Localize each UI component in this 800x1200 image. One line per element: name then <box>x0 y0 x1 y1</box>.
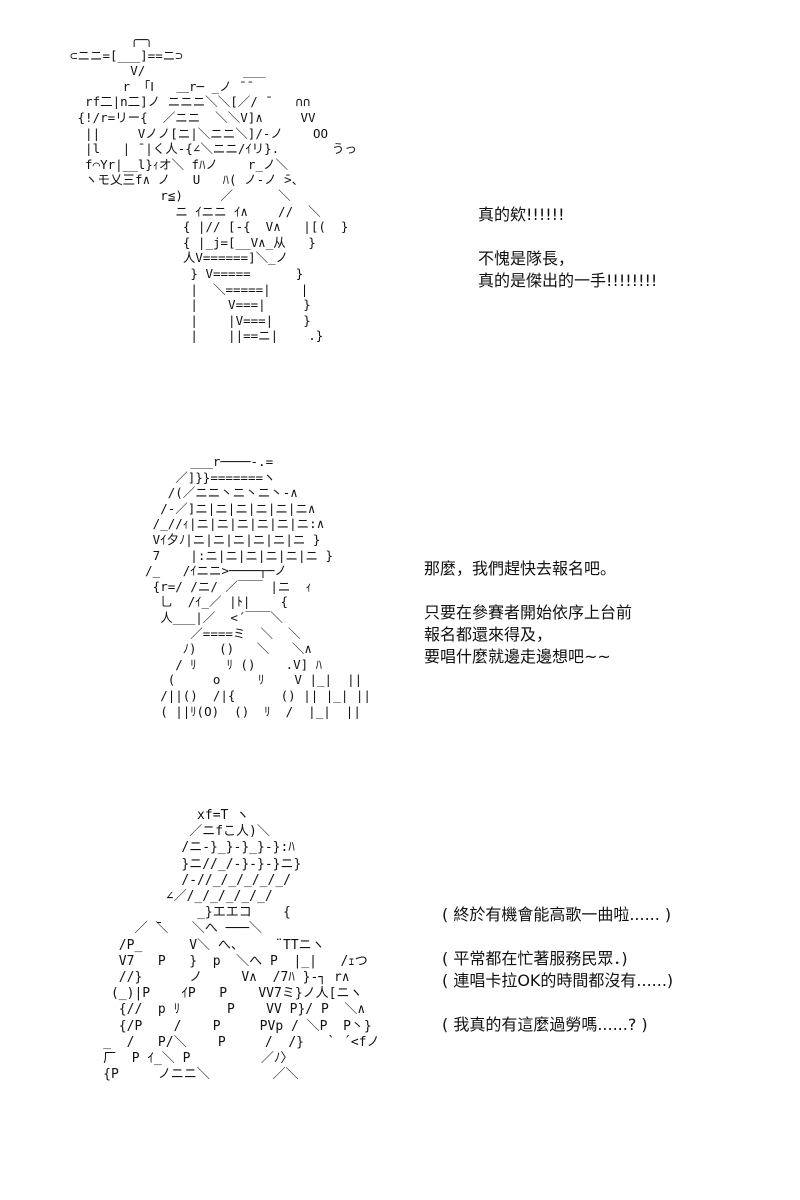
dialogue-line: 只要在參賽者開始依序上台前 <box>424 603 633 622</box>
dialogue-line: ( 終於有機會能高歌一曲啦...... ) <box>442 905 672 924</box>
dialogue-line: 那麼，我們趕快去報名吧。 <box>424 559 617 578</box>
dialogue-line: 真的欸!!!!!! <box>478 205 565 224</box>
line-gap <box>478 226 657 248</box>
line-gap <box>442 926 673 948</box>
dialogue-line: ( 我真的有這麼過勞嗎......? ) <box>442 1015 648 1034</box>
dialogue-3: ( 終於有機會能高歌一曲啦...... ) ( 平常都在忙著服務民眾．) ( 連… <box>442 904 673 1036</box>
dialogue-2: 那麼，我們趕快去報名吧。 只要在參賽者開始依序上台前 報名都還來得及， 要唱什麼… <box>424 558 632 668</box>
dialogue-1: 真的欸!!!!!! 不愧是隊長， 真的是傑出的一手!!!!!!!! <box>478 204 657 292</box>
ascii-art-captain: ╭─╮ ⊂ニニ=[___]==ニ⊃ V/ ___ r 「Ⅰ ＿r─ _ノ ̄ ̄… <box>70 32 357 344</box>
dialogue-line: 真的是傑出的一手!!!!!!!! <box>478 271 658 290</box>
ascii-art-helmet-figure: ___r────-.= ／]}}=======ヽ /(／ニニ丶ニ丶ニ丶-∧ /-… <box>145 454 371 719</box>
dialogue-line: 不愧是隊長， <box>478 249 575 268</box>
ascii-art-back-view: xf=T ヽ ／ニfこ人)＼ /ニ-}_}-}_}-}:ﾊ }ニ//_/-}-}… <box>103 808 380 1083</box>
dialogue-line: ( 平常都在忙著服務民眾．) <box>442 949 628 968</box>
dialogue-line: 要唱什麼就邊走邊想吧~~ <box>424 647 611 666</box>
panel-3: xf=T ヽ ／ニfこ人)＼ /ニ-}_}-}_}-}:ﾊ }ニ//_/-}-}… <box>0 800 800 1200</box>
panel-1: ╭─╮ ⊂ニニ=[___]==ニ⊃ V/ ___ r 「Ⅰ ＿r─ _ノ ̄ ̄… <box>0 0 800 400</box>
line-gap <box>424 580 632 602</box>
panel-2: ___r────-.= ／]}}=======ヽ /(／ニニ丶ニ丶ニ丶-∧ /-… <box>0 440 800 780</box>
dialogue-line: 報名都還來得及， <box>424 625 553 644</box>
dialogue-line: ( 連唱卡拉OK的時間都沒有......) <box>442 971 674 990</box>
line-gap <box>442 992 673 1014</box>
